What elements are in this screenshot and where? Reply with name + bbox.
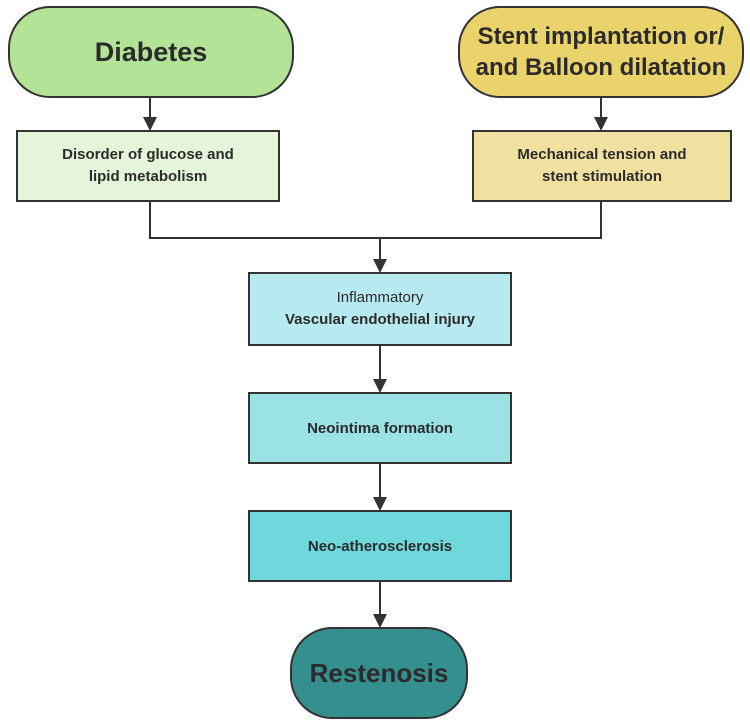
mechanical-tension-label-line2: stent stimulation [541, 168, 662, 185]
glucose-lipid-disorder-label-line1: Disorder of glucose and [62, 146, 234, 163]
merge-connector [149, 202, 602, 239]
diabetes-label: Diabetes [94, 36, 208, 67]
restenosis-label: Restenosis [309, 657, 449, 688]
stent-implantation-label-line1: Stent implantation or/ [477, 23, 725, 50]
neo-atherosclerosis-label: Neo-atherosclerosis [307, 537, 453, 555]
stent-implantation-label-line2: and Balloon dilatation [475, 54, 727, 81]
mechanical-tension-text: Mechanical tension and stent stimulation [517, 144, 686, 188]
neointima-formation-label: Neointima formation [307, 419, 453, 437]
mechanical-tension-node: Mechanical tension and stent stimulation [472, 130, 732, 202]
endothelial-injury-label-line2: Vascular endothelial injury [284, 311, 476, 328]
glucose-lipid-disorder-node: Disorder of glucose and lipid metabolism [16, 130, 280, 202]
diabetes-node: Diabetes [8, 6, 294, 98]
stent-implantation-text: Stent implantation or/ and Balloon dilat… [476, 21, 727, 83]
glucose-lipid-disorder-text: Disorder of glucose and lipid metabolism [62, 144, 234, 188]
neointima-formation-node: Neointima formation [248, 392, 512, 464]
stent-implantation-node: Stent implantation or/ and Balloon dilat… [458, 6, 744, 98]
glucose-lipid-disorder-label-line2: lipid metabolism [88, 168, 208, 185]
endothelial-injury-text: Inflammatory Vascular endothelial injury [285, 287, 475, 331]
endothelial-injury-node: Inflammatory Vascular endothelial injury [248, 272, 512, 346]
endothelial-injury-label-line1: Inflammatory [336, 289, 424, 306]
restenosis-node: Restenosis [290, 627, 468, 719]
neo-atherosclerosis-node: Neo-atherosclerosis [248, 510, 512, 582]
mechanical-tension-label-line1: Mechanical tension and [517, 146, 687, 163]
